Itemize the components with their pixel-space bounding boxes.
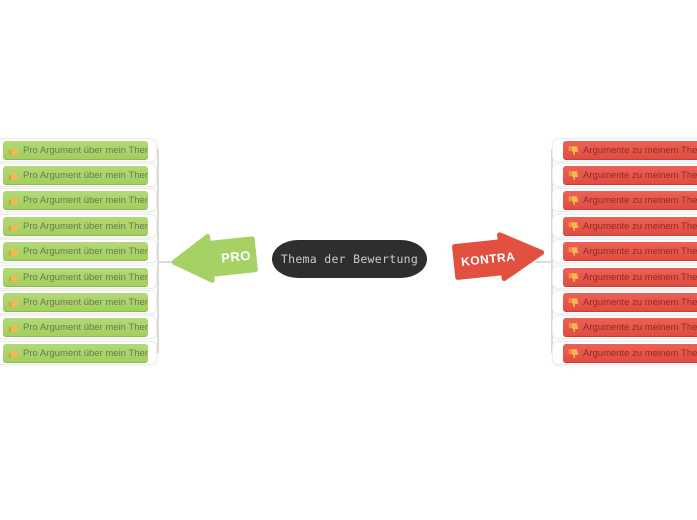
thumbs-down-icon — [568, 297, 579, 307]
pro-argument-label: Pro Argument über mein Thema — [23, 144, 148, 156]
kontra-argument-card[interactable]: Argumente zu meinem Thema — [552, 340, 697, 365]
pro-argument-card[interactable]: Pro Argument über mein Thema — [0, 264, 157, 289]
pro-argument-card[interactable]: Pro Argument über mein Thema — [0, 213, 157, 238]
pro-arrow-node[interactable]: PRO — [168, 229, 261, 290]
thumbs-down-icon — [568, 221, 579, 231]
thumbs-up-icon — [8, 323, 19, 333]
thumbs-down-icon — [568, 323, 579, 333]
kontra-argument-node[interactable]: Argumente zu meinem Thema — [563, 343, 697, 363]
pro-argument-label: Pro Argument über mein Thema — [23, 322, 148, 334]
pro-branch-connector-stub — [157, 261, 174, 263]
pro-arrow-label: PRO — [220, 247, 252, 266]
kontra-argument-node[interactable]: Argumente zu meinem Thema — [563, 165, 697, 185]
kontra-argument-label: Argumente zu meinem Thema — [583, 347, 697, 359]
pro-argument-card[interactable]: Pro Argument über mein Thema — [0, 137, 157, 162]
pro-argument-node[interactable]: Pro Argument über mein Thema — [3, 165, 148, 185]
pro-argument-node[interactable]: Pro Argument über mein Thema — [3, 318, 148, 338]
pro-argument-card[interactable]: Pro Argument über mein Thema — [0, 162, 157, 187]
kontra-arrow-node[interactable]: KONTRA — [450, 227, 549, 289]
left-arrow-icon — [171, 234, 258, 283]
pro-argument-label: Pro Argument über mein Thema — [23, 246, 148, 258]
thumbs-up-icon — [8, 145, 19, 155]
pro-argument-card[interactable]: Pro Argument über mein Thema — [0, 289, 157, 314]
kontra-argument-label: Argumente zu meinem Thema — [583, 296, 697, 308]
thumbs-down-icon — [568, 272, 579, 282]
thumbs-up-icon — [8, 348, 19, 358]
kontra-argument-node[interactable]: Argumente zu meinem Thema — [563, 292, 697, 312]
pro-argument-node[interactable]: Pro Argument über mein Thema — [3, 343, 148, 363]
pro-argument-card[interactable]: Pro Argument über mein Thema — [0, 239, 157, 264]
pro-argument-label: Pro Argument über mein Thema — [23, 296, 148, 308]
kontra-argument-card[interactable]: Argumente zu meinem Thema — [552, 264, 697, 289]
pro-argument-card[interactable]: Pro Argument über mein Thema — [0, 340, 157, 365]
thumbs-up-icon — [8, 221, 19, 231]
pro-argument-node[interactable]: Pro Argument über mein Thema — [3, 242, 148, 262]
pro-argument-node[interactable]: Pro Argument über mein Thema — [3, 267, 148, 287]
kontra-argument-label: Argumente zu meinem Thema — [583, 271, 697, 283]
pro-argument-label: Pro Argument über mein Thema — [23, 271, 148, 283]
kontra-argument-label: Argumente zu meinem Thema — [583, 322, 697, 334]
pro-argument-node[interactable]: Pro Argument über mein Thema — [3, 292, 148, 312]
thumbs-down-icon — [568, 170, 579, 180]
kontra-argument-card[interactable]: Argumente zu meinem Thema — [552, 239, 697, 264]
kontra-argument-label: Argumente zu meinem Thema — [583, 169, 697, 181]
right-arrow-icon — [452, 232, 545, 282]
thumbs-down-icon — [568, 145, 579, 155]
pro-argument-label: Pro Argument über mein Thema — [23, 347, 148, 359]
pro-argument-node[interactable]: Pro Argument über mein Thema — [3, 191, 148, 211]
root-topic-label: Thema der Bewertung — [280, 252, 419, 266]
kontra-argument-card[interactable]: Argumente zu meinem Thema — [552, 162, 697, 187]
kontra-argument-card[interactable]: Argumente zu meinem Thema — [552, 315, 697, 340]
thumbs-down-icon — [568, 348, 579, 358]
thumbs-down-icon — [568, 247, 579, 257]
pro-branch-connector-spine — [157, 149, 159, 353]
thumbs-up-icon — [8, 272, 19, 282]
pro-argument-node[interactable]: Pro Argument über mein Thema — [3, 216, 148, 236]
thumbs-up-icon — [8, 196, 19, 206]
kontra-branch-connector-stub — [535, 261, 552, 263]
kontra-argument-label: Argumente zu meinem Thema — [583, 195, 697, 207]
kontra-argument-node[interactable]: Argumente zu meinem Thema — [563, 140, 697, 160]
kontra-argument-card[interactable]: Argumente zu meinem Thema — [552, 188, 697, 213]
pro-argument-label: Pro Argument über mein Thema — [23, 169, 148, 181]
kontra-argument-label: Argumente zu meinem Thema — [583, 220, 697, 232]
thumbs-down-icon — [568, 196, 579, 206]
pro-argument-card[interactable]: Pro Argument über mein Thema — [0, 188, 157, 213]
thumbs-up-icon — [8, 297, 19, 307]
pro-argument-label: Pro Argument über mein Thema — [23, 220, 148, 232]
thumbs-up-icon — [8, 170, 19, 180]
kontra-argument-node[interactable]: Argumente zu meinem Thema — [563, 216, 697, 236]
kontra-argument-label: Argumente zu meinem Thema — [583, 246, 697, 258]
kontra-argument-node[interactable]: Argumente zu meinem Thema — [563, 318, 697, 338]
kontra-argument-node[interactable]: Argumente zu meinem Thema — [563, 242, 697, 262]
kontra-argument-card[interactable]: Argumente zu meinem Thema — [552, 213, 697, 238]
kontra-argument-card[interactable]: Argumente zu meinem Thema — [552, 137, 697, 162]
kontra-argument-node[interactable]: Argumente zu meinem Thema — [563, 267, 697, 287]
pro-argument-label: Pro Argument über mein Thema — [23, 195, 148, 207]
pro-argument-card[interactable]: Pro Argument über mein Thema — [0, 315, 157, 340]
thumbs-up-icon — [8, 247, 19, 257]
pro-argument-node[interactable]: Pro Argument über mein Thema — [3, 140, 148, 160]
root-topic-node[interactable]: Thema der Bewertung — [272, 240, 427, 278]
kontra-argument-label: Argumente zu meinem Thema — [583, 144, 697, 156]
kontra-argument-card[interactable]: Argumente zu meinem Thema — [552, 289, 697, 314]
kontra-argument-node[interactable]: Argumente zu meinem Thema — [563, 191, 697, 211]
